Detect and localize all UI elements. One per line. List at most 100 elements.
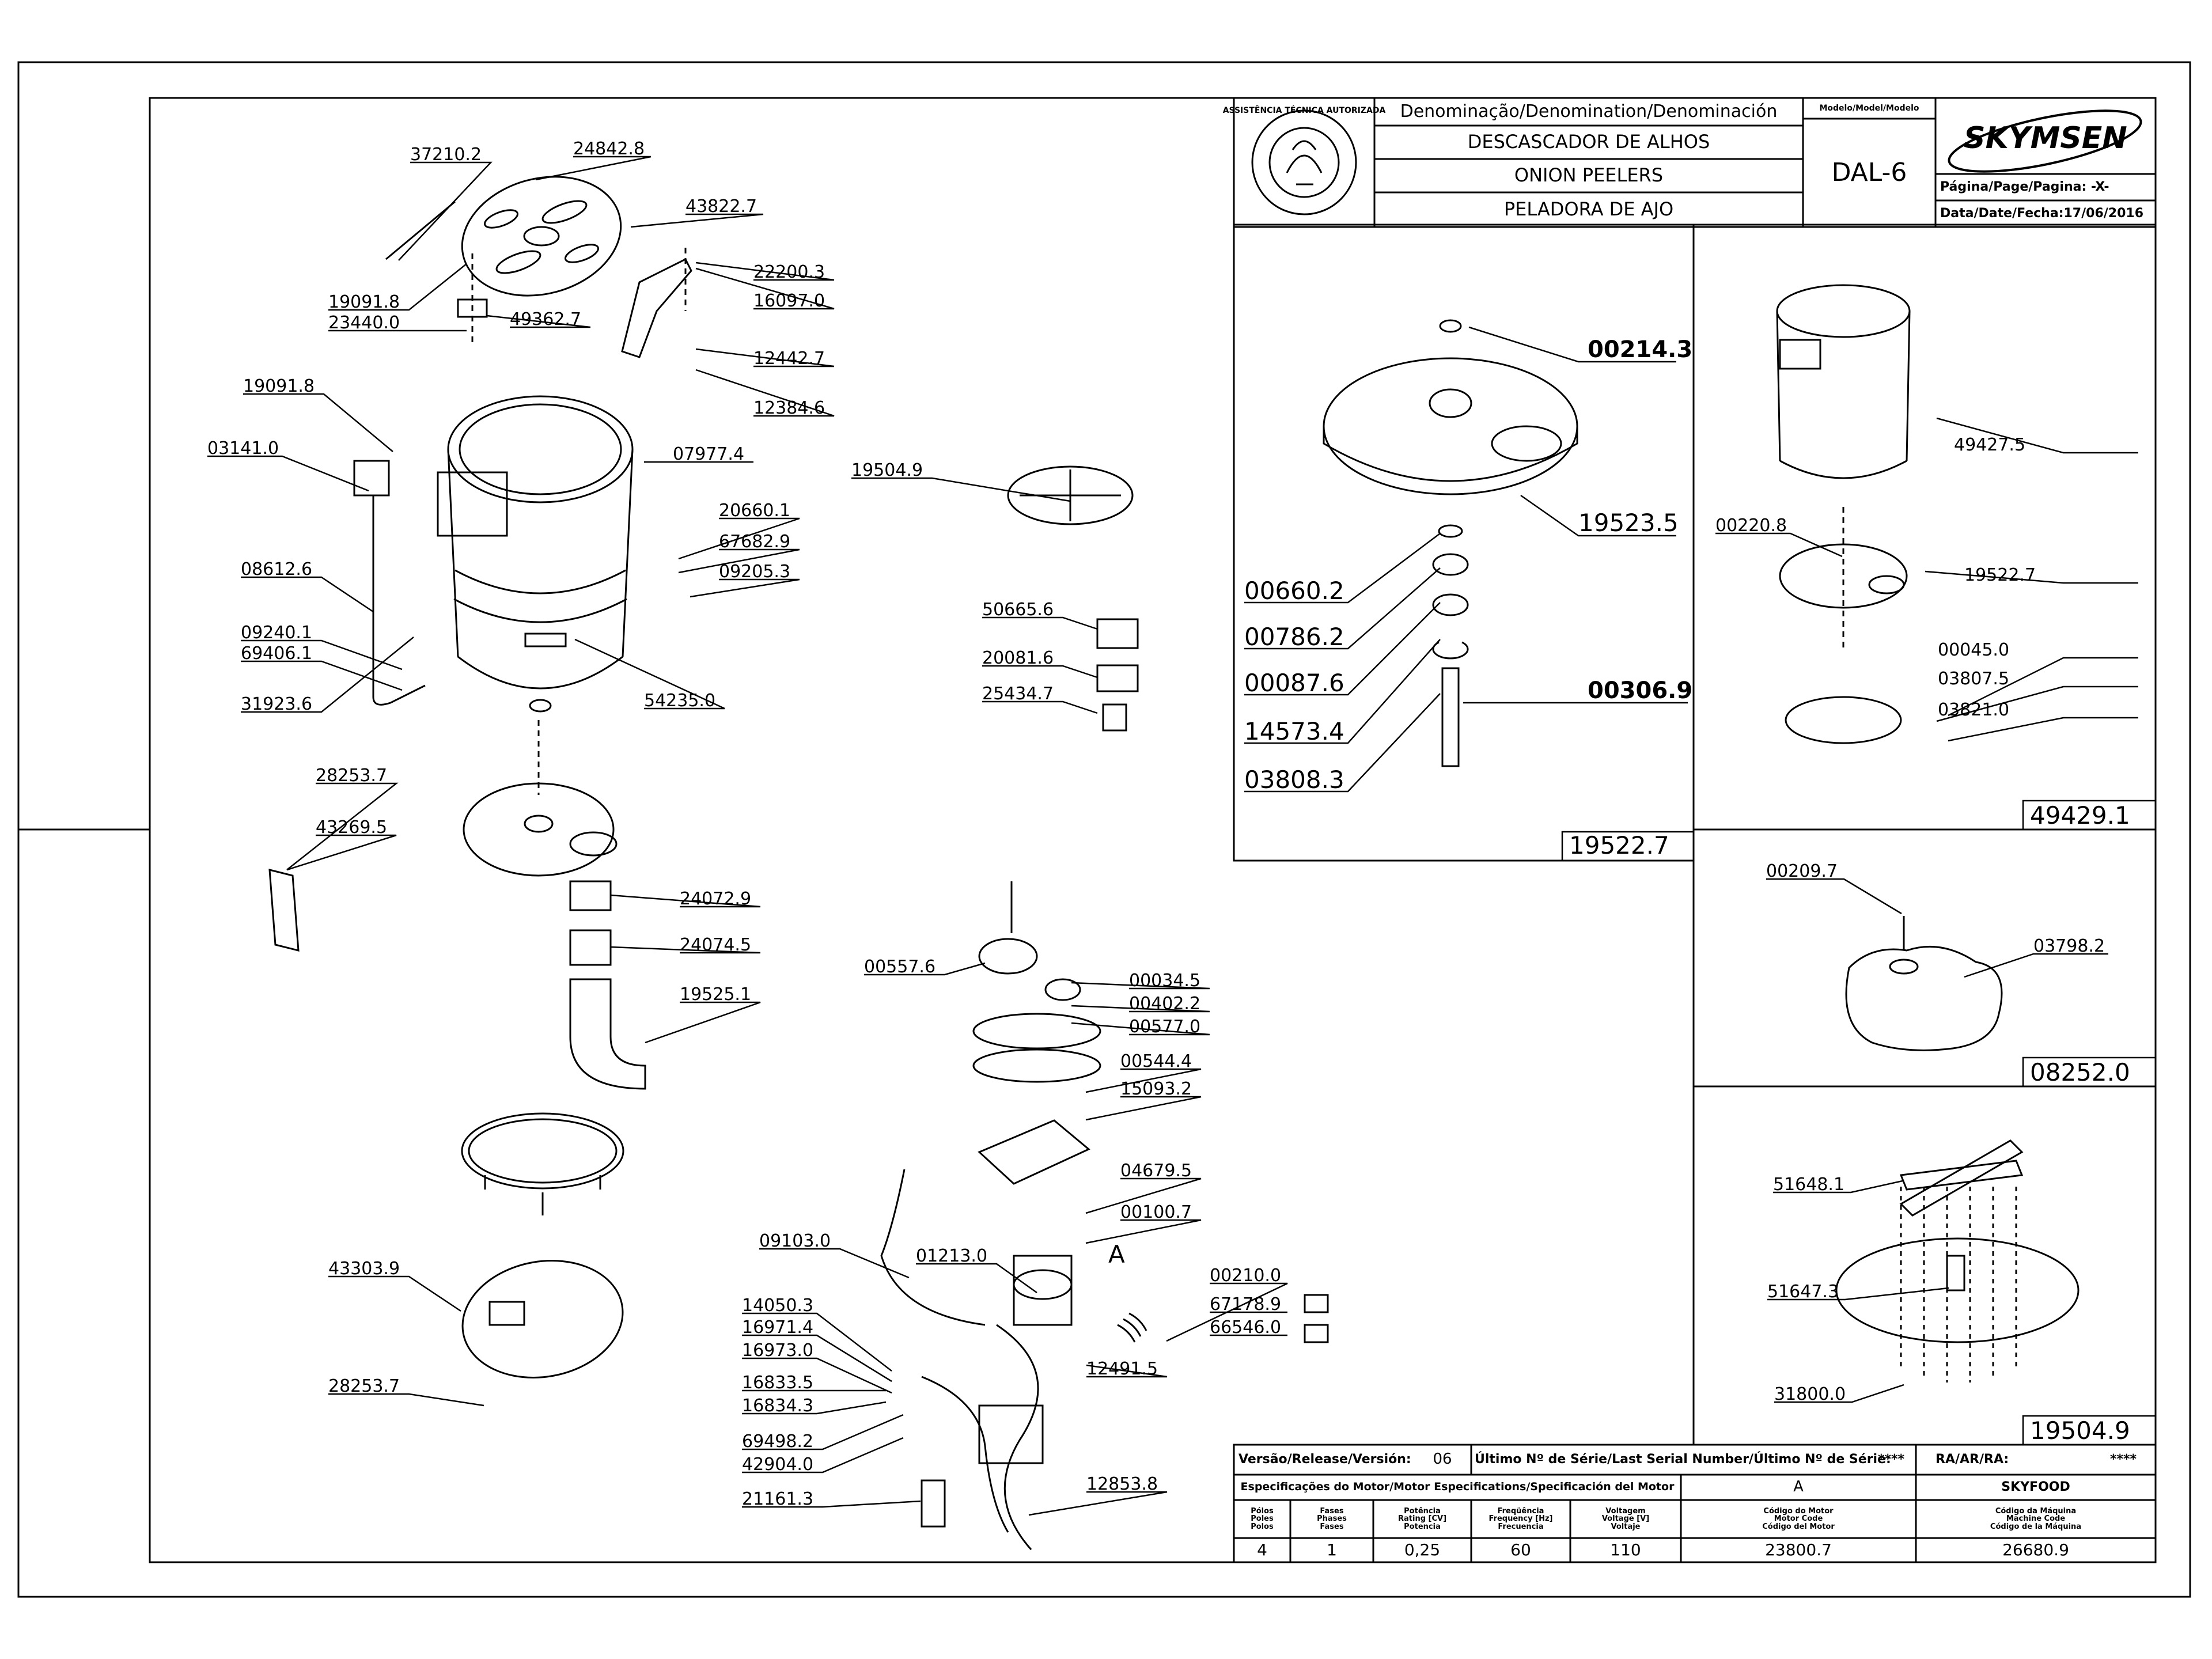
part-label: 00214.3 [1588, 336, 1692, 363]
name-es: PELADORA DE AJO [1503, 198, 1674, 221]
part-label: 24074.5 [680, 935, 751, 955]
part-label: 51648.1 [1773, 1175, 1844, 1195]
part-label: 00402.2 [1129, 994, 1200, 1014]
part-label: 23440.0 [328, 313, 400, 333]
col-freq-pt: Freqüência [1497, 1506, 1544, 1516]
part-label: A [1108, 1240, 1125, 1268]
part-label: 00786.2 [1244, 623, 1344, 651]
spec-label: Especificações do Motor/Motor Especifica… [1240, 1480, 1675, 1494]
seal-text: ASSISTÊNCIA TÉCNICA AUTORIZADA [1222, 105, 1386, 115]
ra-value: **** [2109, 1452, 2137, 1467]
col-poles-pt: Pólos [1251, 1506, 1274, 1516]
part-label: 20081.6 [982, 648, 1054, 668]
part-label: 28253.7 [316, 766, 387, 786]
part-label: 09205.3 [719, 562, 790, 582]
part-label: 16097.0 [753, 291, 825, 311]
part-label: 67178.9 [1210, 1294, 1281, 1315]
part-label: 25434.7 [982, 684, 1054, 704]
part-label: 42904.0 [742, 1455, 813, 1475]
part-label: 09240.1 [241, 623, 312, 643]
part-label: 03141.0 [207, 438, 279, 459]
part-label: 00220.8 [1715, 516, 1787, 536]
col-phases-en: Phases [1317, 1514, 1347, 1524]
part-label: 00544.4 [1120, 1051, 1192, 1071]
page-label: Página/Page/Pagina: -X- [1940, 180, 2109, 195]
serial-value: **** [1877, 1452, 1905, 1467]
part-label: 01213.0 [916, 1246, 987, 1266]
part-label: 12491.5 [1086, 1359, 1158, 1379]
part-label: 51647.3 [1767, 1282, 1839, 1302]
spec-code: A [1793, 1478, 1804, 1496]
part-labels: 37210.2 24842.8 43822.7 22200.3 16097.0 … [207, 139, 2130, 1509]
part-label: 00577.0 [1129, 1017, 1200, 1037]
part-label: 31800.0 [1774, 1384, 1846, 1404]
authorized-service-seal [1251, 109, 1357, 215]
col-freq-es: Frecuencia [1498, 1522, 1544, 1531]
part-label: 49362.7 [510, 309, 581, 329]
col-power-es: Potencia [1404, 1522, 1441, 1531]
phases-value: 1 [1327, 1540, 1337, 1560]
col-poles-en: Poles [1251, 1514, 1274, 1524]
version-value: 06 [1433, 1450, 1452, 1468]
name-en: ONION PEELERS [1514, 164, 1664, 187]
part-label: 66546.0 [1210, 1317, 1281, 1338]
part-label: 14573.4 [1244, 717, 1344, 745]
part-label: 43303.9 [328, 1259, 400, 1279]
part-label: 03798.2 [2033, 936, 2105, 956]
part-label: 19091.8 [243, 376, 315, 396]
voltage-value: 110 [1610, 1540, 1641, 1560]
part-label: 21161.3 [742, 1489, 813, 1509]
part-label: 67682.9 [719, 532, 790, 552]
ra-label: RA/AR/RA: [1936, 1452, 2009, 1467]
part-label: 19504.9 [851, 460, 923, 480]
part-label: 28253.7 [328, 1376, 400, 1396]
col-machine-es: Código de la Máquina [1990, 1522, 2082, 1531]
part-label: 49427.5 [1954, 435, 2025, 455]
part-label: 12442.7 [753, 349, 825, 369]
part-label: 00306.9 [1588, 677, 1692, 704]
part-label: 16971.4 [742, 1317, 813, 1338]
part-label: 19522.7 [1569, 831, 1669, 859]
part-label: 00209.7 [1766, 861, 1838, 881]
col-volt-pt: Voltagem [1605, 1506, 1646, 1516]
col-motor-es: Código del Motor [1762, 1522, 1835, 1531]
col-volt-es: Voltaje [1611, 1522, 1641, 1531]
part-label: 19522.7 [1964, 565, 2036, 585]
part-label: 24072.9 [680, 889, 751, 909]
part-label: 07977.4 [673, 444, 744, 464]
part-label: 37210.2 [410, 145, 482, 165]
part-label: 03808.3 [1244, 766, 1344, 794]
panel-08252-0 [1692, 828, 2157, 1088]
part-label: 54235.0 [644, 691, 715, 711]
date-label: Data/Date/Fecha:17/06/2016 [1940, 206, 2144, 221]
part-label: 14050.3 [742, 1296, 813, 1316]
power-value: 0,25 [1404, 1540, 1441, 1560]
model-value: DAL-6 [1831, 157, 1907, 187]
part-label: 00087.6 [1244, 669, 1344, 697]
part-label: 69498.2 [742, 1431, 813, 1452]
frequency-value: 60 [1510, 1540, 1531, 1560]
part-label: 43822.7 [685, 196, 757, 217]
part-label: 24842.8 [573, 139, 645, 159]
part-label: 12384.6 [753, 398, 825, 418]
skymsen-logo [1948, 109, 2142, 173]
col-machine-en: Machine Code [2006, 1514, 2066, 1524]
motor-code-value: 23800.7 [1765, 1540, 1832, 1560]
col-poles-es: Polos [1251, 1522, 1274, 1531]
col-volt-en: Voltage [V] [1601, 1514, 1650, 1524]
part-label: 19091.8 [328, 292, 400, 312]
version-label: Versão/Release/Versión: [1238, 1452, 1411, 1467]
part-label: 69406.1 [241, 643, 312, 664]
part-label: 43269.5 [316, 817, 387, 838]
machine-code-value: 26680.9 [2002, 1540, 2069, 1560]
spec-brand: SKYFOOD [2001, 1480, 2070, 1495]
part-label: 00557.6 [864, 957, 935, 977]
